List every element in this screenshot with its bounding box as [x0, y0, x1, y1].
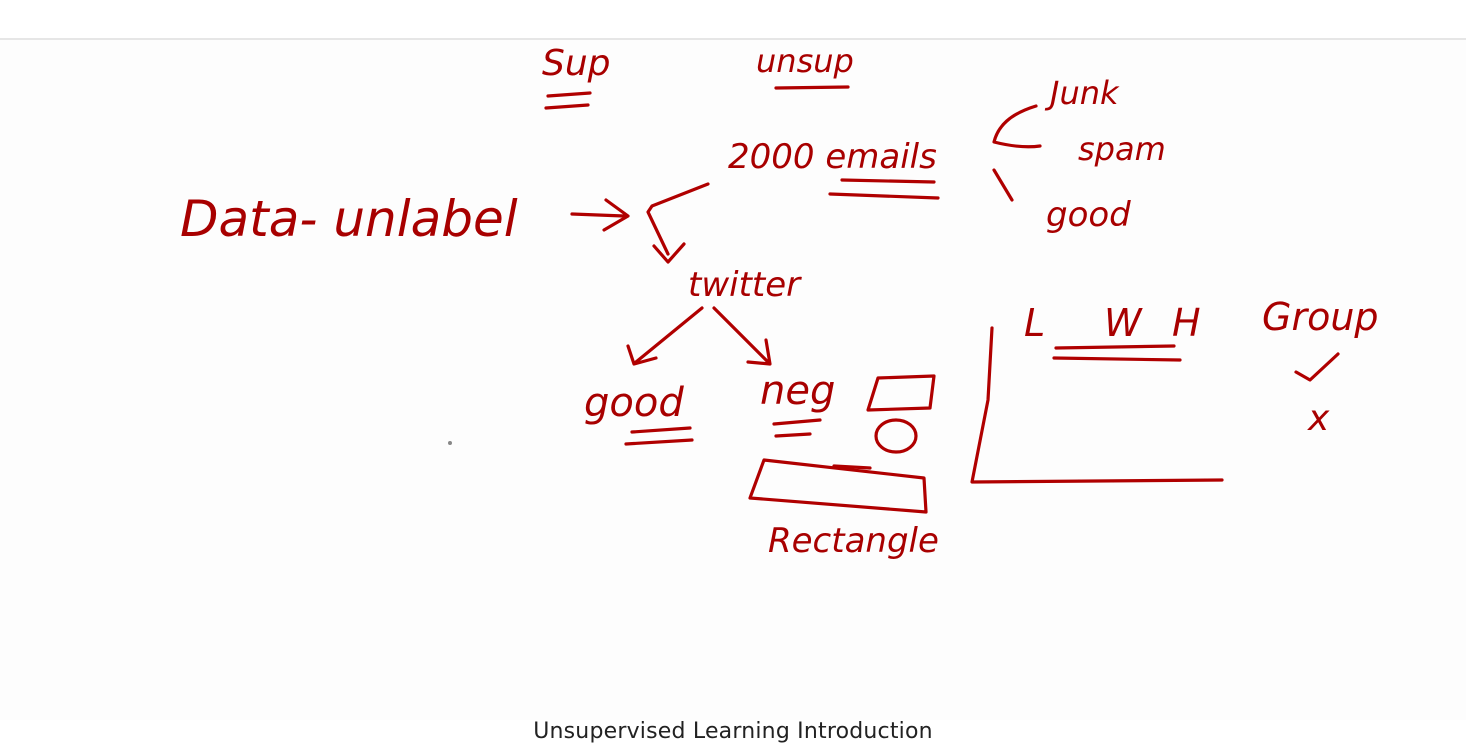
sup-underline	[544, 91, 592, 110]
video-caption: Unsupervised Learning Introduction	[533, 719, 933, 744]
emails-label: 2000 emails	[728, 137, 937, 177]
category-brace-lower	[992, 168, 1014, 202]
neg-underline	[772, 418, 822, 438]
axes-lines	[970, 326, 1224, 484]
check-mark-icon	[1294, 352, 1340, 382]
cross-mark-label: x	[1307, 398, 1330, 439]
l-label: L	[1024, 301, 1045, 345]
twitter-label: twitter	[688, 265, 802, 305]
category-brace-upper	[992, 104, 1042, 149]
sup-label: Sup	[542, 43, 611, 84]
twitter-arrow-left	[626, 306, 704, 366]
branch-bracket	[646, 182, 710, 256]
good-underline	[624, 426, 694, 446]
group-label: Group	[1262, 295, 1379, 339]
neg-label: neg	[760, 368, 835, 414]
spam-label: spam	[1078, 130, 1166, 168]
good-sentiment-label: good	[584, 380, 684, 426]
lwh-underline	[1052, 344, 1182, 362]
arrow-right	[570, 198, 630, 232]
data-unlabel-label: Data- unlabel	[180, 190, 518, 248]
circle-shape	[874, 418, 918, 454]
twitter-arrow-right	[712, 306, 772, 366]
long-rectangle-shape	[748, 458, 928, 514]
h-label: H	[1172, 301, 1201, 345]
small-rectangle-shape	[866, 374, 936, 412]
w-label: W	[1104, 301, 1143, 345]
good-category-label: good	[1046, 195, 1131, 235]
branch-arrowhead	[652, 242, 686, 264]
rectangle-stroke	[832, 464, 872, 470]
stray-dot	[448, 441, 452, 445]
rectangle-label: Rectangle	[768, 521, 939, 561]
whiteboard-canvas	[0, 40, 1466, 720]
top-toolbar-strip	[0, 0, 1466, 40]
unsup-label: unsup	[756, 42, 854, 80]
emails-underline	[828, 178, 940, 200]
unsup-underline	[774, 85, 850, 90]
junk-label: Junk	[1044, 74, 1120, 112]
